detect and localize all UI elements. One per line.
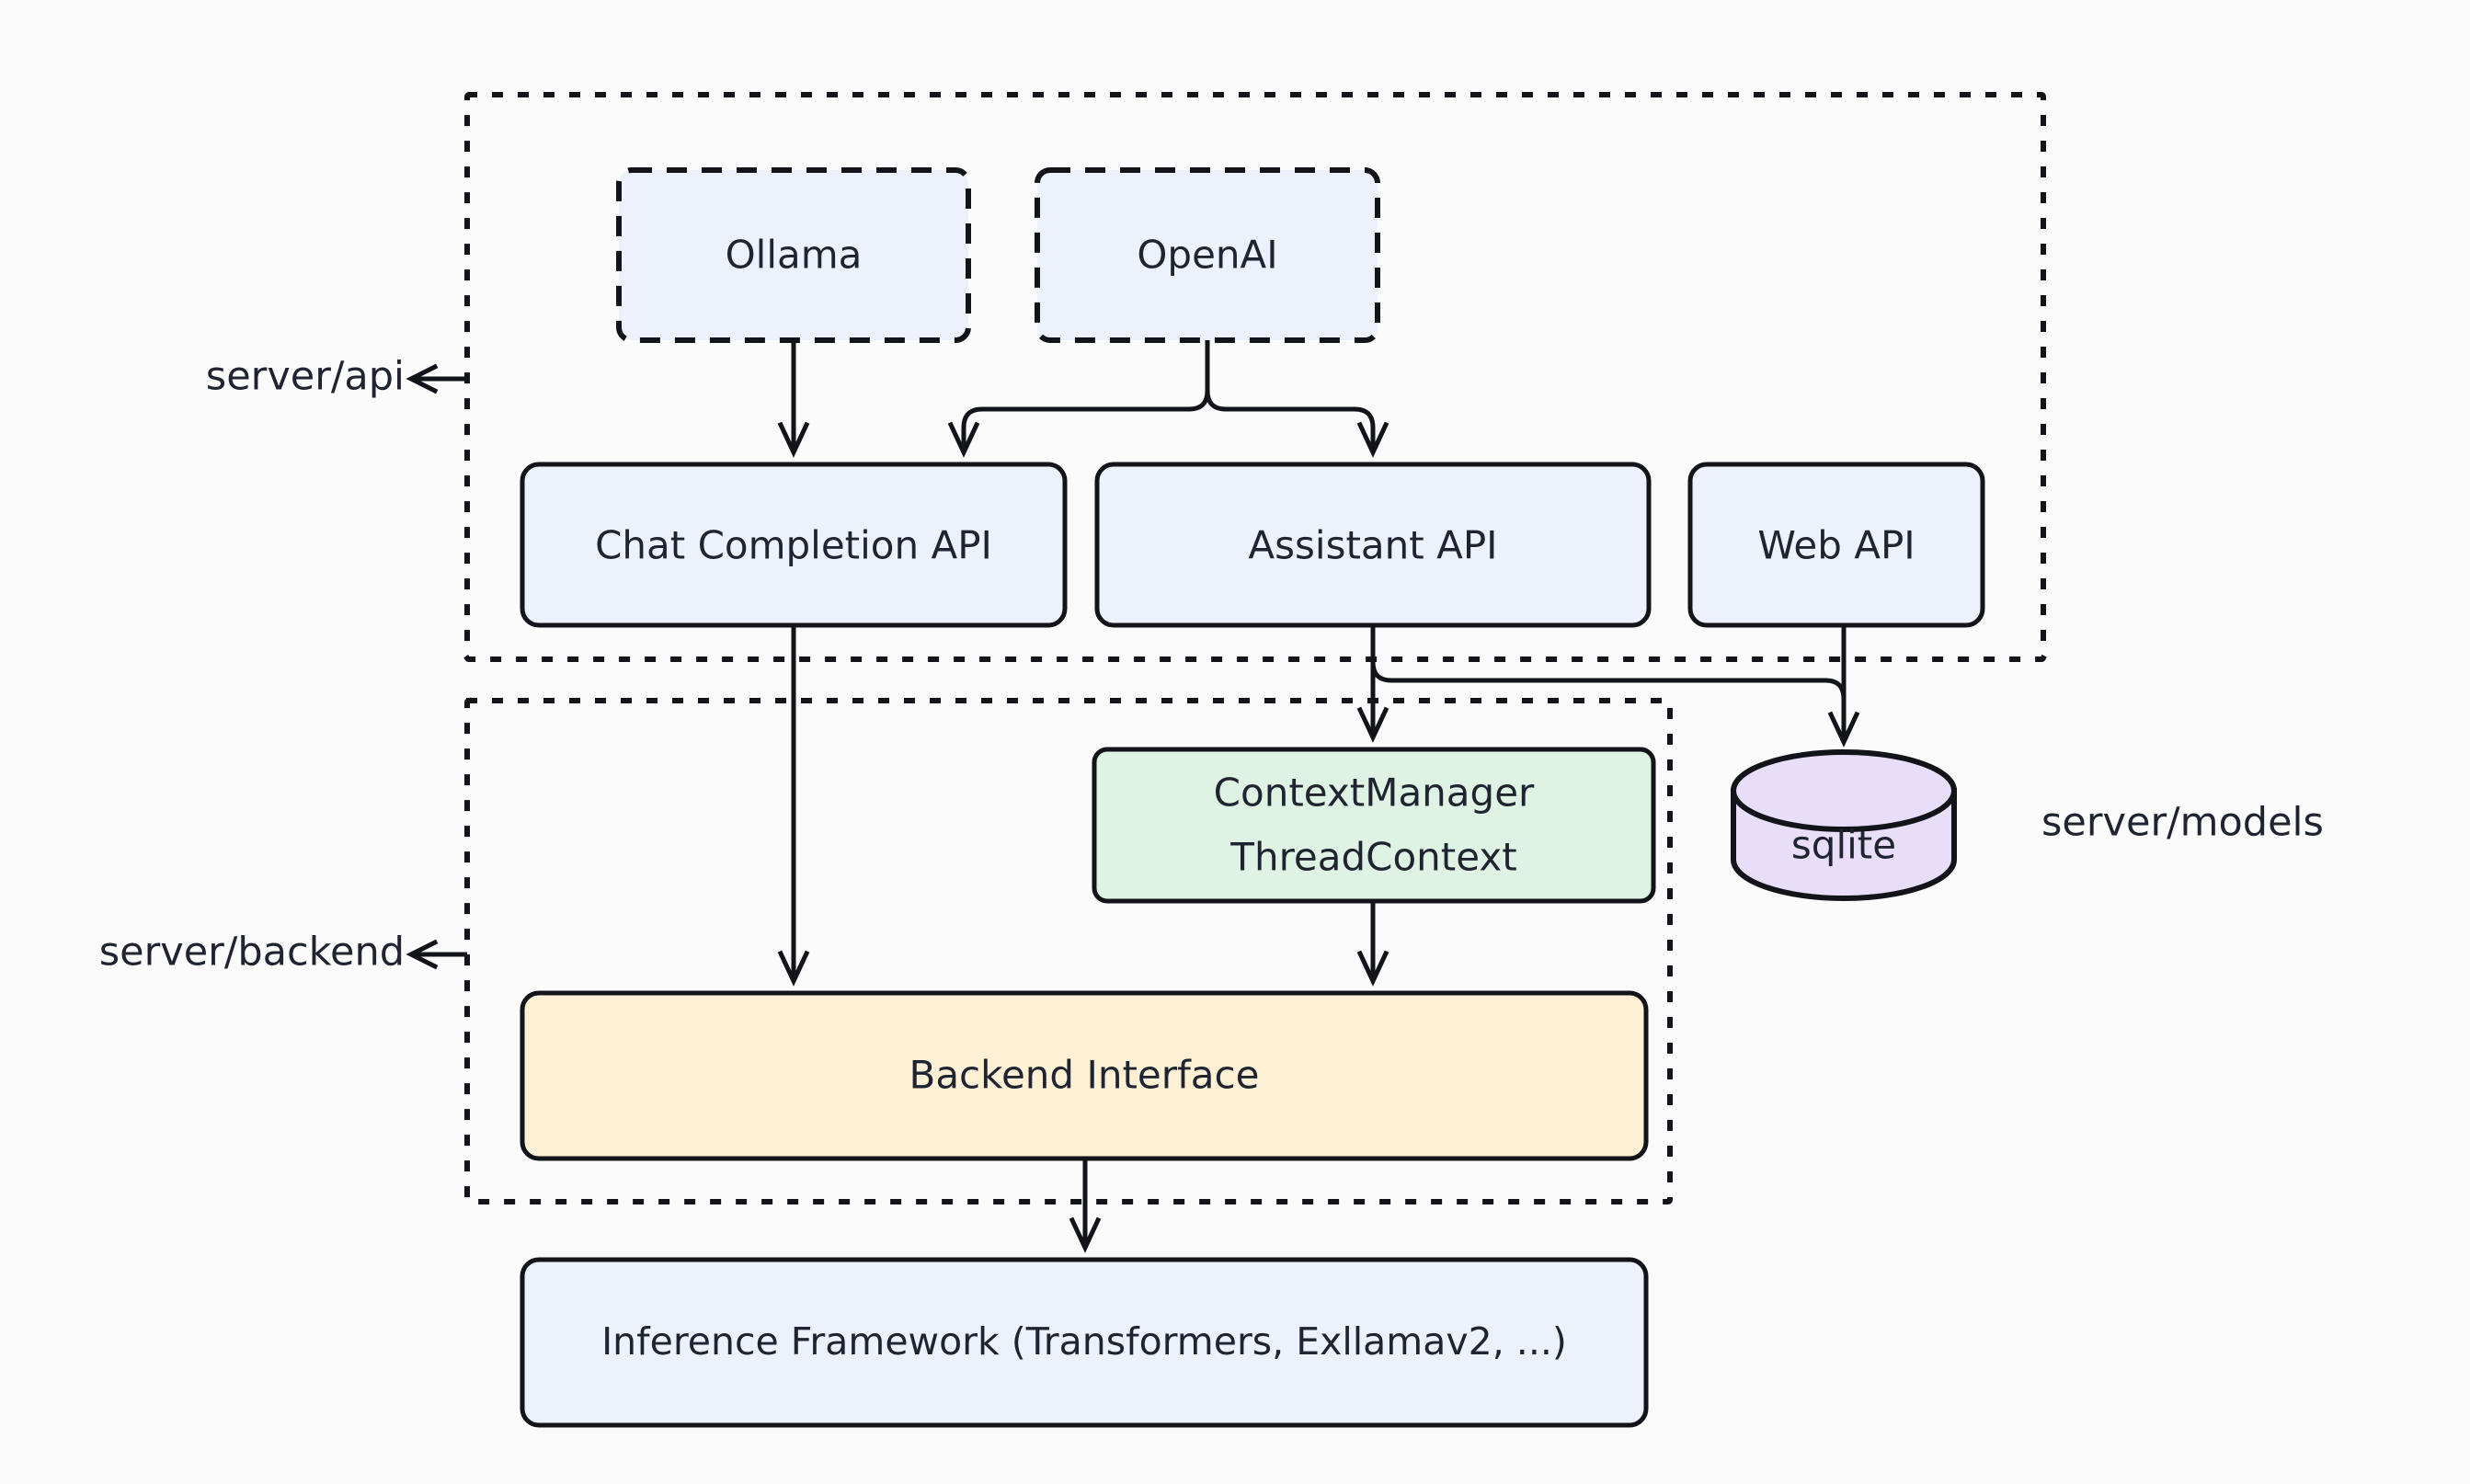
node-openai-shape bbox=[1035, 167, 1380, 343]
edge-backend-interface-to-inference-framework-arrowhead bbox=[1069, 1216, 1102, 1253]
node-openai[interactable]: OpenAI bbox=[1035, 167, 1380, 343]
edge-openai-to-assistant-api-arrowhead bbox=[1356, 421, 1389, 458]
node-openai-label: OpenAI bbox=[1137, 233, 1277, 278]
node-assistant-api-shape bbox=[1094, 462, 1652, 628]
node-context-manager-shape bbox=[1092, 747, 1656, 904]
node-inference-framework-shape bbox=[520, 1257, 1649, 1428]
edge-context-manager-to-backend-interface-arrowhead bbox=[1356, 950, 1389, 987]
group-label-server-backend: server/backend bbox=[99, 930, 405, 976]
group-label-server-models: server/models bbox=[2041, 800, 2324, 846]
node-sqlite-cylinder-top bbox=[1731, 749, 1957, 832]
edge-ollama-to-chat-completion-arrowhead bbox=[777, 421, 810, 458]
node-web-api-shape bbox=[1687, 462, 1985, 628]
node-web-api-label: Web API bbox=[1757, 523, 1915, 568]
node-ollama[interactable]: Ollama bbox=[616, 167, 971, 343]
node-backend-interface-shape bbox=[520, 990, 1649, 1161]
node-context-manager[interactable]: ContextManager ThreadContext bbox=[1092, 747, 1656, 904]
edge-openai-to-chat-completion-arrowhead bbox=[947, 421, 980, 458]
group-container-server-backend bbox=[464, 698, 1673, 1204]
edge-chat-completion-to-backend-interface-arrowhead bbox=[777, 950, 810, 987]
node-chat-completion-api-label: Chat Completion API bbox=[595, 523, 992, 568]
edge-assistant-api-to-sqlite bbox=[1370, 625, 1847, 737]
node-ollama-shape bbox=[616, 167, 971, 343]
node-backend-interface[interactable]: Backend Interface bbox=[520, 990, 1649, 1161]
node-web-api[interactable]: Web API bbox=[1687, 462, 1985, 628]
edge-openai-to-assistant-api bbox=[1205, 390, 1376, 448]
node-sqlite-label: sqlite bbox=[1791, 823, 1896, 868]
group-pointer-api-arrowhead bbox=[406, 363, 439, 394]
node-sqlite[interactable]: sqlite bbox=[1731, 749, 1957, 901]
node-inference-framework[interactable]: Inference Framework (Transformers, Exlla… bbox=[520, 1257, 1649, 1428]
node-backend-interface-label: Backend Interface bbox=[909, 1053, 1260, 1098]
node-assistant-api-label: Assistant API bbox=[1248, 523, 1497, 568]
node-assistant-api[interactable]: Assistant API bbox=[1094, 462, 1652, 628]
group-label-server-api: server/api bbox=[206, 354, 405, 400]
node-context-manager-label-line1: ContextManager bbox=[1214, 771, 1535, 816]
edge-assistant-api-to-sqlite-arrowhead bbox=[1827, 711, 1860, 748]
node-chat-completion-api-shape bbox=[520, 462, 1068, 628]
node-ollama-label: Ollama bbox=[726, 233, 863, 278]
node-chat-completion-api[interactable]: Chat Completion API bbox=[520, 462, 1068, 628]
node-inference-framework-label: Inference Framework (Transformers, Exlla… bbox=[601, 1319, 1567, 1364]
node-context-manager-label-line2: ThreadContext bbox=[1229, 835, 1516, 880]
edge-assistant-api-to-context-manager-arrowhead bbox=[1356, 706, 1389, 743]
edge-openai-to-chat-completion bbox=[961, 390, 1210, 448]
group-pointer-backend-arrowhead bbox=[406, 939, 439, 970]
